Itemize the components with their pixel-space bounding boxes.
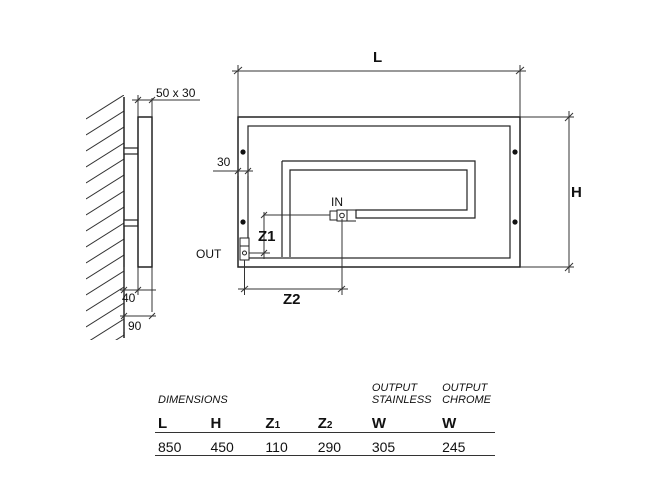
mounting-point — [512, 149, 518, 155]
inlet-port — [339, 212, 345, 219]
outlet-port — [242, 250, 247, 256]
table-row: 850 450 110 290 305 245 — [155, 432, 495, 456]
mounting-point — [240, 149, 246, 155]
bracket-upper — [123, 147, 139, 155]
value-z1: 110 — [262, 432, 315, 456]
col-w-chrome: W — [439, 406, 495, 433]
depth-90-label: 90 — [128, 319, 142, 333]
col-h: H — [207, 406, 263, 433]
col-l: L — [155, 406, 208, 433]
outlet-valve — [239, 237, 250, 247]
z2-label: Z2 — [283, 291, 301, 308]
radiator-side-profile — [137, 116, 153, 268]
offset-label: 30 — [217, 155, 231, 169]
table-caption-row: DIMENSIONS OUTPUT STAINLESS OUTPUT CHROM… — [155, 378, 495, 406]
length-label: L — [373, 49, 382, 66]
output-chrome-heading: OUTPUT CHROME — [442, 382, 491, 406]
col-z1: Z1 — [262, 406, 315, 433]
heating-element-spiral — [281, 160, 476, 257]
col-z2: Z2 — [314, 406, 369, 433]
z2-dimension — [238, 219, 348, 295]
wall-hatching — [86, 95, 124, 340]
height-dimension — [520, 111, 574, 273]
inlet-connector — [329, 210, 338, 221]
value-l: 850 — [155, 432, 208, 456]
bracket-lower — [123, 219, 139, 227]
mounting-point — [512, 219, 518, 225]
bracket-dimension — [132, 95, 200, 117]
value-w-stainless: 305 — [368, 432, 440, 456]
z1-dimension — [249, 211, 330, 259]
dimensions-heading: DIMENSIONS — [158, 394, 228, 406]
dimensions-table: DIMENSIONS OUTPUT STAINLESS OUTPUT CHROM… — [155, 378, 495, 456]
value-z2: 290 — [314, 432, 369, 456]
value-h: 450 — [207, 432, 263, 456]
depth-dimension — [120, 267, 156, 332]
radiator-inner-frame — [247, 125, 511, 259]
mounting-point — [240, 219, 246, 225]
col-w-stainless: W — [368, 406, 440, 433]
side-view: 50 x 30 40 90 — [86, 86, 200, 340]
radiator-outer-frame — [237, 116, 521, 268]
table-symbol-row: L H Z1 Z2 W W — [155, 406, 495, 433]
offset-dimension — [213, 160, 253, 176]
bracket-size-label: 50 x 30 — [156, 86, 196, 100]
outlet-label: OUT — [196, 247, 222, 261]
z1-label: Z1 — [258, 228, 276, 245]
front-view: IN OUT L H — [196, 49, 582, 308]
output-stainless-heading: OUTPUT STAINLESS — [371, 382, 432, 406]
length-dimension — [232, 65, 526, 117]
height-label: H — [571, 184, 582, 201]
inlet-label: IN — [331, 195, 343, 209]
value-w-chrome: 245 — [439, 432, 495, 456]
depth-40-label: 40 — [122, 291, 136, 305]
